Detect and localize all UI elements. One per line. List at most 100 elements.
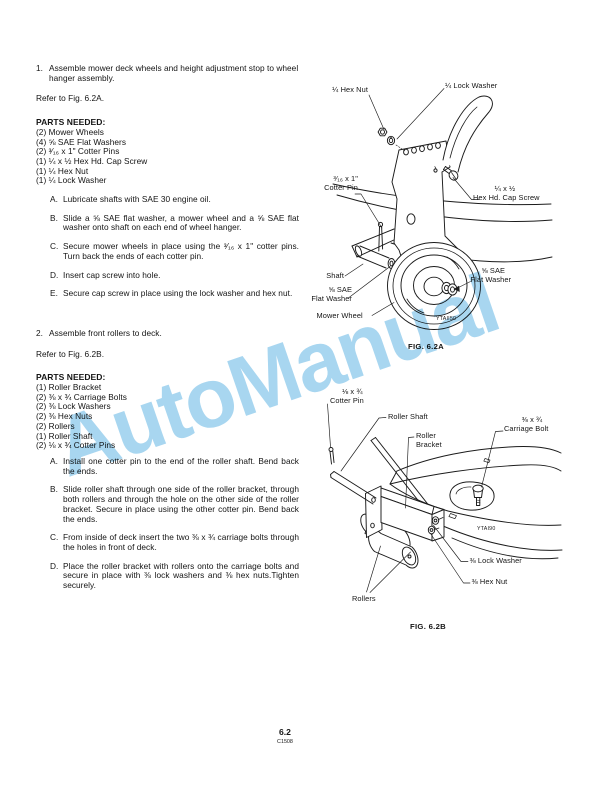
step-letter: B. <box>50 484 58 495</box>
deck-outline-b <box>389 446 563 560</box>
label-text: ⅝ SAE <box>481 265 506 275</box>
cap-screw-part <box>443 166 459 181</box>
label-flat-washer-left: ⅝ SAE Flat Washer <box>300 285 352 304</box>
cotter-pin-part-a <box>377 221 384 252</box>
hex-nut-part <box>377 127 388 137</box>
parts-item: (2) ⅛ x ¾ Cotter Pins <box>36 440 116 451</box>
label-rollers: Rollers <box>352 594 376 603</box>
step-letter: D. <box>50 269 59 280</box>
step-2a: A. Install one cotter pin to the end of … <box>36 455 299 476</box>
parts-item: (4) ⅝ SAE Flat Washers <box>36 136 127 147</box>
carriage-bolt-part <box>472 484 484 506</box>
step-1b: B. Slide a ⅝ SAE flat washer, a mower wh… <box>36 212 299 233</box>
step-text: From inside of deck insert the two ⅜ x ¾… <box>63 532 299 552</box>
label-quarter-lock-washer: ¼ Lock Washer <box>445 81 497 90</box>
parts-item: (1) ¼ Lock Washer <box>36 175 107 186</box>
label-text: ¼ Hex Nut <box>332 85 368 94</box>
parts-item: (2) ³⁄₁₆ x 1" Cotter Pins <box>36 146 120 157</box>
label-text: Mower Wheel <box>316 310 363 320</box>
drawing-code-a: YTAII50 <box>436 315 457 322</box>
step-text: Place the roller bracket with rollers on… <box>63 560 299 591</box>
parts-list-2: (1) Roller Bracket (2) ⅜ x ¾ Carriage Bo… <box>36 382 299 451</box>
label-text: ⅝ SAE <box>328 284 352 294</box>
step-1d: D. Insert cap screw into hole. <box>36 269 299 281</box>
parts-list-1: (2) Mower Wheels (4) ⅝ SAE Flat Washers … <box>36 126 299 186</box>
step-1a: A. Lubricate shafts with SAE 30 engine o… <box>36 194 299 205</box>
label-roller-shaft: Roller Shaft <box>388 412 428 421</box>
label-text: Flat Washer <box>311 293 352 303</box>
figure-a-drawing <box>332 88 553 330</box>
figure-b-drawing <box>327 403 563 593</box>
label-text: ³⁄₁₆ x 1" <box>333 174 358 183</box>
refer-note-b: Refer to Fig. 6.2B. <box>36 348 105 359</box>
label-quarter-hex-nut: ¼ Hex Nut <box>314 85 368 94</box>
label-text: ¼ Lock Washer <box>445 81 498 90</box>
label-text: ⅜ Hex Nut <box>471 577 508 586</box>
parts-item: (2) ⅜ Lock Washers <box>36 401 111 412</box>
label-hex-nut-b: ⅜ Hex Nut <box>472 577 508 586</box>
drawing-code-b: YTAI90 <box>477 525 496 532</box>
page-footer: 6.2 C1508 <box>0 727 570 745</box>
footer-code: C1508 <box>277 739 293 745</box>
parts-item: (2) Rollers <box>36 420 75 431</box>
label-lock-washer-b: ⅜ Lock Washer <box>470 556 522 565</box>
step-text: Lubricate shafts with SAE 30 engine oil. <box>63 194 211 205</box>
label-text: ⅜ x ¾ <box>521 414 543 424</box>
item-title: Assemble mower deck wheels and height ad… <box>49 63 299 83</box>
figure-a-caption: FIG. 6.2A <box>408 341 445 351</box>
label-text: Roller <box>416 430 436 440</box>
lock-washer-part <box>386 135 406 152</box>
parts-item: (1) Roller Bracket <box>36 382 102 393</box>
label-roller-bracket: Roller Bracket <box>416 431 442 450</box>
adjustment-holes <box>403 142 441 156</box>
label-text: ¼ x ½ <box>494 183 516 193</box>
instructions-column: 1. Assemble mower deck wheels and height… <box>36 63 299 600</box>
item-number: 2. <box>36 327 43 338</box>
step-text: Slide a ⅝ SAE flat washer, a mower wheel… <box>63 212 299 233</box>
label-text: ⅜ Lock Washer <box>469 556 522 565</box>
wheel-hanger-arm <box>351 228 397 258</box>
label-text: Carriage Bolt <box>504 423 549 433</box>
label-flat-washer-right: ⅝ SAE Flat Washer <box>471 266 512 285</box>
label-text: Flat Washer <box>470 274 512 284</box>
step-text: Insert cap screw into hole. <box>63 269 161 280</box>
step-2d: D. Place the roller bracket with rollers… <box>36 560 299 591</box>
label-cotter-pin-b: ⅛ x ¾ Cotter Pin <box>330 387 364 406</box>
label-text: Bracket <box>416 439 442 449</box>
step-text: Secure cap screw in place using the lock… <box>63 288 293 299</box>
step-text: Secure mower wheels in place using the ³… <box>63 241 299 261</box>
step-letter: C. <box>50 241 59 252</box>
step-letter: E. <box>50 288 58 299</box>
step-2b: B. Slide roller shaft through one side o… <box>36 485 299 524</box>
label-text: Shaft <box>326 270 344 280</box>
step-letter: B. <box>50 212 58 223</box>
parts-item: (1) Roller Shaft <box>36 430 93 441</box>
height-adjustment-handle <box>442 95 493 173</box>
step-text: Slide roller shaft through one side of t… <box>63 484 299 524</box>
label-cap-screw: ¼ x ½ Hex Hd. Cap Screw <box>473 183 540 203</box>
step-text: Install one cotter pin to the end of the… <box>63 455 299 476</box>
parts-needed-heading-1: PARTS NEEDED: <box>36 117 106 128</box>
parts-item: (2) ⅜ Hex Nuts <box>36 411 93 422</box>
page-number: 6.2 <box>279 727 291 737</box>
deck-bolt-cutout <box>449 481 495 511</box>
item-title: Assemble front rollers to deck. <box>49 327 162 338</box>
label-mower-wheel: Mower Wheel <box>317 311 363 320</box>
step-1c: C. Secure mower wheels in place using th… <box>36 241 299 261</box>
label-text: Roller Shaft <box>388 411 428 421</box>
parts-needed-heading-2: PARTS NEEDED: <box>36 372 106 383</box>
label-carriage-bolt: ⅜ x ¾ Carriage Bolt <box>504 415 560 434</box>
leader-lines-b <box>327 403 504 593</box>
instruction-item-2: 2. Assemble front rollers to deck. <box>36 327 299 339</box>
label-text: Cotter Pin <box>330 395 364 405</box>
parts-item: (1) ¼ x ½ Hex Hd. Cap Screw <box>36 155 148 166</box>
label-text: Rollers <box>352 593 376 603</box>
leader-lines-a <box>344 88 480 316</box>
parts-item: (2) ⅜ x ¾ Carriage Bolts <box>36 391 127 402</box>
cotter-pin-part-b <box>328 447 335 465</box>
parts-item: (2) Mower Wheels <box>36 126 104 137</box>
step-letter: C. <box>50 532 59 543</box>
step-letter: A. <box>50 194 58 205</box>
mower-wheel-part <box>387 242 481 330</box>
item-number: 1. <box>36 63 43 73</box>
